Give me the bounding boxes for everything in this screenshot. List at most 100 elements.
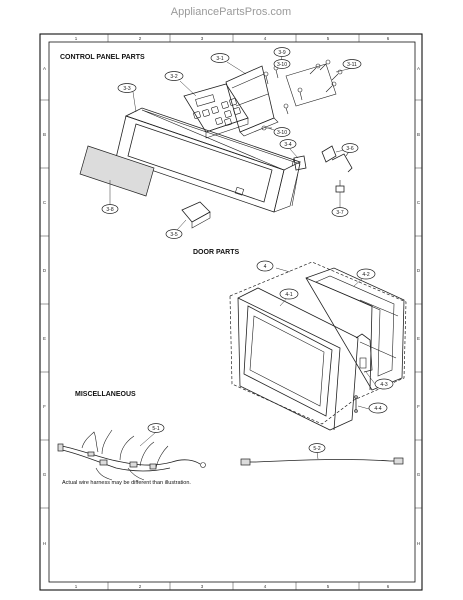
grid-col-label: 1 xyxy=(75,584,78,589)
grid-row-label: F xyxy=(43,404,46,409)
svg-text:4-1: 4-1 xyxy=(285,292,292,298)
callout-3-10-bottom: 3-10 xyxy=(273,127,291,137)
section-title-control-panel: CONTROL PANEL PARTS xyxy=(60,54,145,61)
callout-3-2: 3-2 xyxy=(164,71,184,81)
part-3-2-keypad xyxy=(183,83,249,139)
screw-icon xyxy=(261,125,272,131)
callout-3-4: 3-4 xyxy=(279,139,297,149)
part-5-2-wire xyxy=(240,457,404,466)
svg-text:3-10: 3-10 xyxy=(277,62,287,68)
grid-col-label: 5 xyxy=(327,36,330,41)
screw-icon xyxy=(325,81,337,93)
grid-col-label: 2 xyxy=(139,584,142,589)
svg-text:3-8: 3-8 xyxy=(106,207,113,213)
callout-3-1: 3-1 xyxy=(210,53,230,63)
svg-text:5-1: 5-1 xyxy=(152,426,159,432)
grid-row-label: H xyxy=(417,541,420,546)
inner-frame xyxy=(48,41,416,583)
grid-row-label: H xyxy=(43,541,46,546)
callout-3-8: 3-8 xyxy=(101,204,119,214)
svg-text:3-10: 3-10 xyxy=(277,130,287,136)
grid-col-label: 4 xyxy=(264,36,267,41)
harness-note: Actual wire harness may be different tha… xyxy=(62,480,191,486)
callout-4-3: 4-3 xyxy=(374,378,394,390)
callout-3-6: 3-6 xyxy=(341,143,359,153)
callout-4-1: 4-1 xyxy=(279,288,299,300)
callout-3-10-top: 3-10 xyxy=(273,59,291,69)
svg-text:3-11: 3-11 xyxy=(347,62,357,68)
callout-3-3: 3-3 xyxy=(117,83,137,93)
svg-text:5-2: 5-2 xyxy=(313,446,320,452)
part-3-4-clip xyxy=(291,155,307,171)
grid-col-label: 3 xyxy=(201,584,204,589)
svg-text:3-4: 3-4 xyxy=(284,142,291,148)
grid-row-label: G xyxy=(43,472,47,477)
grid-row-label: A xyxy=(417,66,420,71)
grid-col-label: 6 xyxy=(387,584,390,589)
callout-3-11: 3-11 xyxy=(342,59,362,69)
grid-row-label: E xyxy=(417,336,420,341)
svg-text:3-9: 3-9 xyxy=(278,50,285,56)
grid-col-label: 5 xyxy=(327,584,330,589)
section-title-door: DOOR PARTS xyxy=(193,249,239,256)
part-4-2-door-frame xyxy=(305,267,405,391)
grid-col-label: 4 xyxy=(264,584,267,589)
watermark: AppliancePartsPros.com xyxy=(171,6,291,18)
grid-row-label: D xyxy=(43,268,47,273)
part-5-1-wire-harness xyxy=(57,429,206,481)
svg-text:3-2: 3-2 xyxy=(170,74,177,80)
door-assembly-boundary xyxy=(229,261,407,425)
svg-text:3-1: 3-1 xyxy=(216,56,223,62)
leader-lines-control xyxy=(109,55,353,231)
callout-3-9: 3-9 xyxy=(273,47,291,57)
part-3-5-knob xyxy=(181,201,211,229)
grid-col-label: 1 xyxy=(75,36,78,41)
part-3-10-bracket xyxy=(285,63,337,107)
part-3-1-bracket xyxy=(225,65,279,137)
screw-icon xyxy=(297,87,303,101)
grid-row-label: C xyxy=(417,200,421,205)
screw-icon xyxy=(319,59,331,71)
svg-text:4: 4 xyxy=(264,264,267,270)
callout-3-7: 3-7 xyxy=(331,207,349,217)
callout-4: 4 xyxy=(256,260,274,272)
svg-text:3-6: 3-6 xyxy=(346,146,353,152)
part-3-8-display-window xyxy=(79,145,155,197)
grid-ticks xyxy=(40,34,422,590)
screw-icon xyxy=(331,69,343,81)
grid-row-label: C xyxy=(43,200,47,205)
part-4-1-door-panel xyxy=(237,287,359,431)
leader-lines-misc xyxy=(139,431,319,460)
svg-text:4-2: 4-2 xyxy=(362,272,369,278)
screw-icon xyxy=(309,63,321,75)
svg-text:4-4: 4-4 xyxy=(374,406,381,412)
screw-icon xyxy=(283,103,289,115)
outer-frame xyxy=(39,33,423,591)
svg-text:4-3: 4-3 xyxy=(380,382,387,388)
grid-row-label: D xyxy=(417,268,421,273)
grid-labels: 1 2 3 4 5 6 1 2 3 4 5 6 A B C D E F G H … xyxy=(43,36,421,589)
svg-text:3-5: 3-5 xyxy=(170,232,177,238)
grid-row-label: G xyxy=(417,472,421,477)
part-3-7-switch xyxy=(335,180,345,193)
part-4-4-spring xyxy=(354,395,358,413)
grid-row-label: A xyxy=(43,66,46,71)
callout-3-5: 3-5 xyxy=(165,229,183,239)
grid-col-label: 3 xyxy=(201,36,204,41)
part-3-3-panel-frame xyxy=(115,107,302,213)
callout-5-2: 5-2 xyxy=(308,443,326,453)
callout-5-1: 5-1 xyxy=(147,423,165,433)
svg-text:3-3: 3-3 xyxy=(123,86,130,92)
grid-col-label: 6 xyxy=(387,36,390,41)
screw-icon xyxy=(263,71,269,85)
callout-4-2: 4-2 xyxy=(356,268,376,280)
callout-4-4: 4-4 xyxy=(368,402,388,414)
grid-row-label: E xyxy=(43,336,46,341)
part-4-3-latch xyxy=(355,333,373,373)
grid-row-label: B xyxy=(417,132,420,137)
grid-row-label: F xyxy=(417,404,420,409)
grid-row-label: B xyxy=(43,132,46,137)
grid-col-label: 2 xyxy=(139,36,142,41)
section-title-misc: MISCELLANEOUS xyxy=(75,391,136,398)
